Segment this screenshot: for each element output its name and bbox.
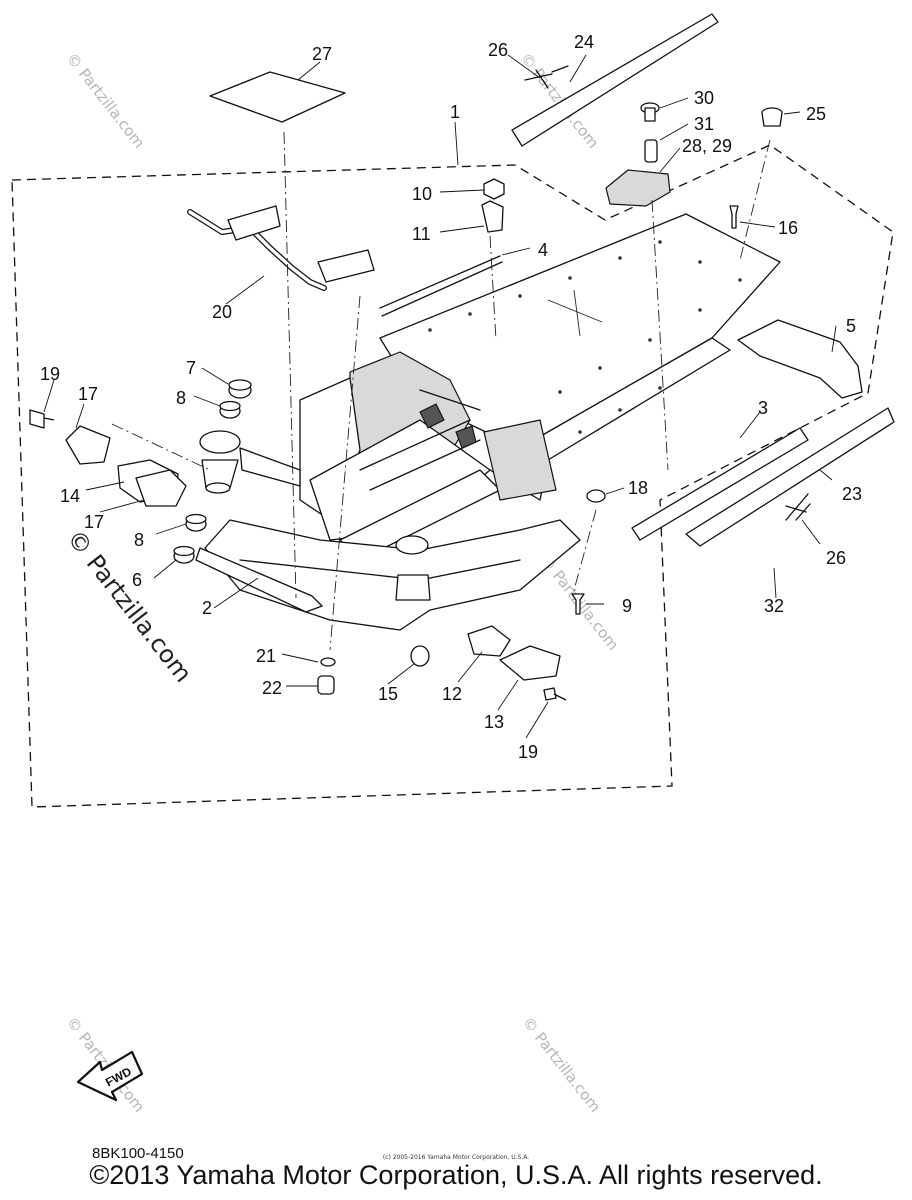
grommet-22 xyxy=(317,675,335,695)
bumper-8b xyxy=(185,513,207,532)
callout-26b: 26 xyxy=(826,548,846,568)
assembly-boundary xyxy=(11,144,894,808)
callout-4: 4 xyxy=(538,240,548,260)
callout-32: 32 xyxy=(764,596,784,616)
plate-17-bottom xyxy=(135,469,187,507)
bumper-8a xyxy=(219,400,241,419)
callout-30: 30 xyxy=(694,88,714,108)
cap-25 xyxy=(761,107,783,127)
leader-lines xyxy=(43,54,837,739)
callout-8b: 8 xyxy=(134,530,144,550)
rivet-19-right xyxy=(543,687,567,701)
callout-10: 10 xyxy=(412,184,432,204)
callout-5: 5 xyxy=(846,316,856,336)
decal-27 xyxy=(209,71,346,123)
plate-13 xyxy=(499,645,561,681)
rod-4 xyxy=(379,255,503,317)
callout-17a: 17 xyxy=(78,384,98,404)
callout-22: 22 xyxy=(262,678,282,698)
small-copyright: (c) 2005-2016 Yamaha Motor Corporation, … xyxy=(382,1154,530,1161)
callout-14: 14 xyxy=(60,486,80,506)
drawing-code: 8BK100-4150 xyxy=(92,1145,184,1162)
callout-labels: 1 2 3 4 5 6 7 8 8 9 10 11 12 13 14 15 16… xyxy=(40,32,862,762)
steering-post xyxy=(199,430,301,494)
cushion-28-29 xyxy=(605,169,671,207)
rail-3 xyxy=(631,427,809,541)
callout-13: 13 xyxy=(484,712,504,732)
callout-15: 15 xyxy=(378,684,398,704)
callout-6: 6 xyxy=(132,570,142,590)
callout-12: 12 xyxy=(442,684,462,704)
plate-12 xyxy=(467,625,511,657)
callout-9: 9 xyxy=(622,596,632,616)
tunnel-rivets xyxy=(428,240,742,434)
nut-10 xyxy=(483,178,505,200)
callout-23: 23 xyxy=(842,484,862,504)
callout-28-29: 28, 29 xyxy=(682,136,732,156)
callout-7: 7 xyxy=(186,358,196,378)
handle-20 xyxy=(187,205,375,291)
plate-17-top xyxy=(65,425,111,465)
rivet-16 xyxy=(729,205,739,229)
callout-26a: 26 xyxy=(488,40,508,60)
rail-2 xyxy=(195,547,323,613)
watermark-1: © Partzilla.com xyxy=(63,49,148,151)
callout-25: 25 xyxy=(806,104,826,124)
callout-3: 3 xyxy=(758,398,768,418)
callout-19a: 19 xyxy=(40,364,60,384)
callout-16: 16 xyxy=(778,218,798,238)
callout-20: 20 xyxy=(212,302,232,322)
callout-27: 27 xyxy=(312,44,332,64)
rivet-19-left xyxy=(29,409,55,429)
callout-17b: 17 xyxy=(84,512,104,532)
callout-31: 31 xyxy=(694,114,714,134)
callout-1: 1 xyxy=(450,102,460,122)
callout-2: 2 xyxy=(202,598,212,618)
bumper-6 xyxy=(173,545,195,564)
callout-18: 18 xyxy=(628,478,648,498)
callout-21: 21 xyxy=(256,646,276,666)
front-frame xyxy=(299,351,557,561)
callout-8a: 8 xyxy=(176,388,186,408)
bolt-30 xyxy=(640,102,660,122)
rail-23 xyxy=(685,407,895,547)
rivet-9 xyxy=(571,593,585,615)
grommet-18 xyxy=(586,489,606,503)
bracket-11 xyxy=(481,200,504,233)
copyright-notice: ©2013 Yamaha Motor Corporation, U.S.A. A… xyxy=(89,1160,823,1190)
clip-26-right xyxy=(785,493,811,521)
watermark-5: © Partzilla.com xyxy=(519,1013,604,1115)
callout-24: 24 xyxy=(574,32,594,52)
callout-19b: 19 xyxy=(518,742,538,762)
rail-5 xyxy=(737,319,863,399)
bumper-7 xyxy=(228,379,252,399)
bushing-31 xyxy=(644,139,658,163)
stripe-24 xyxy=(511,13,719,147)
grommet-15 xyxy=(410,645,430,667)
phantom-lines xyxy=(111,131,771,651)
grommet-21 xyxy=(320,657,336,667)
callout-11: 11 xyxy=(412,224,431,244)
